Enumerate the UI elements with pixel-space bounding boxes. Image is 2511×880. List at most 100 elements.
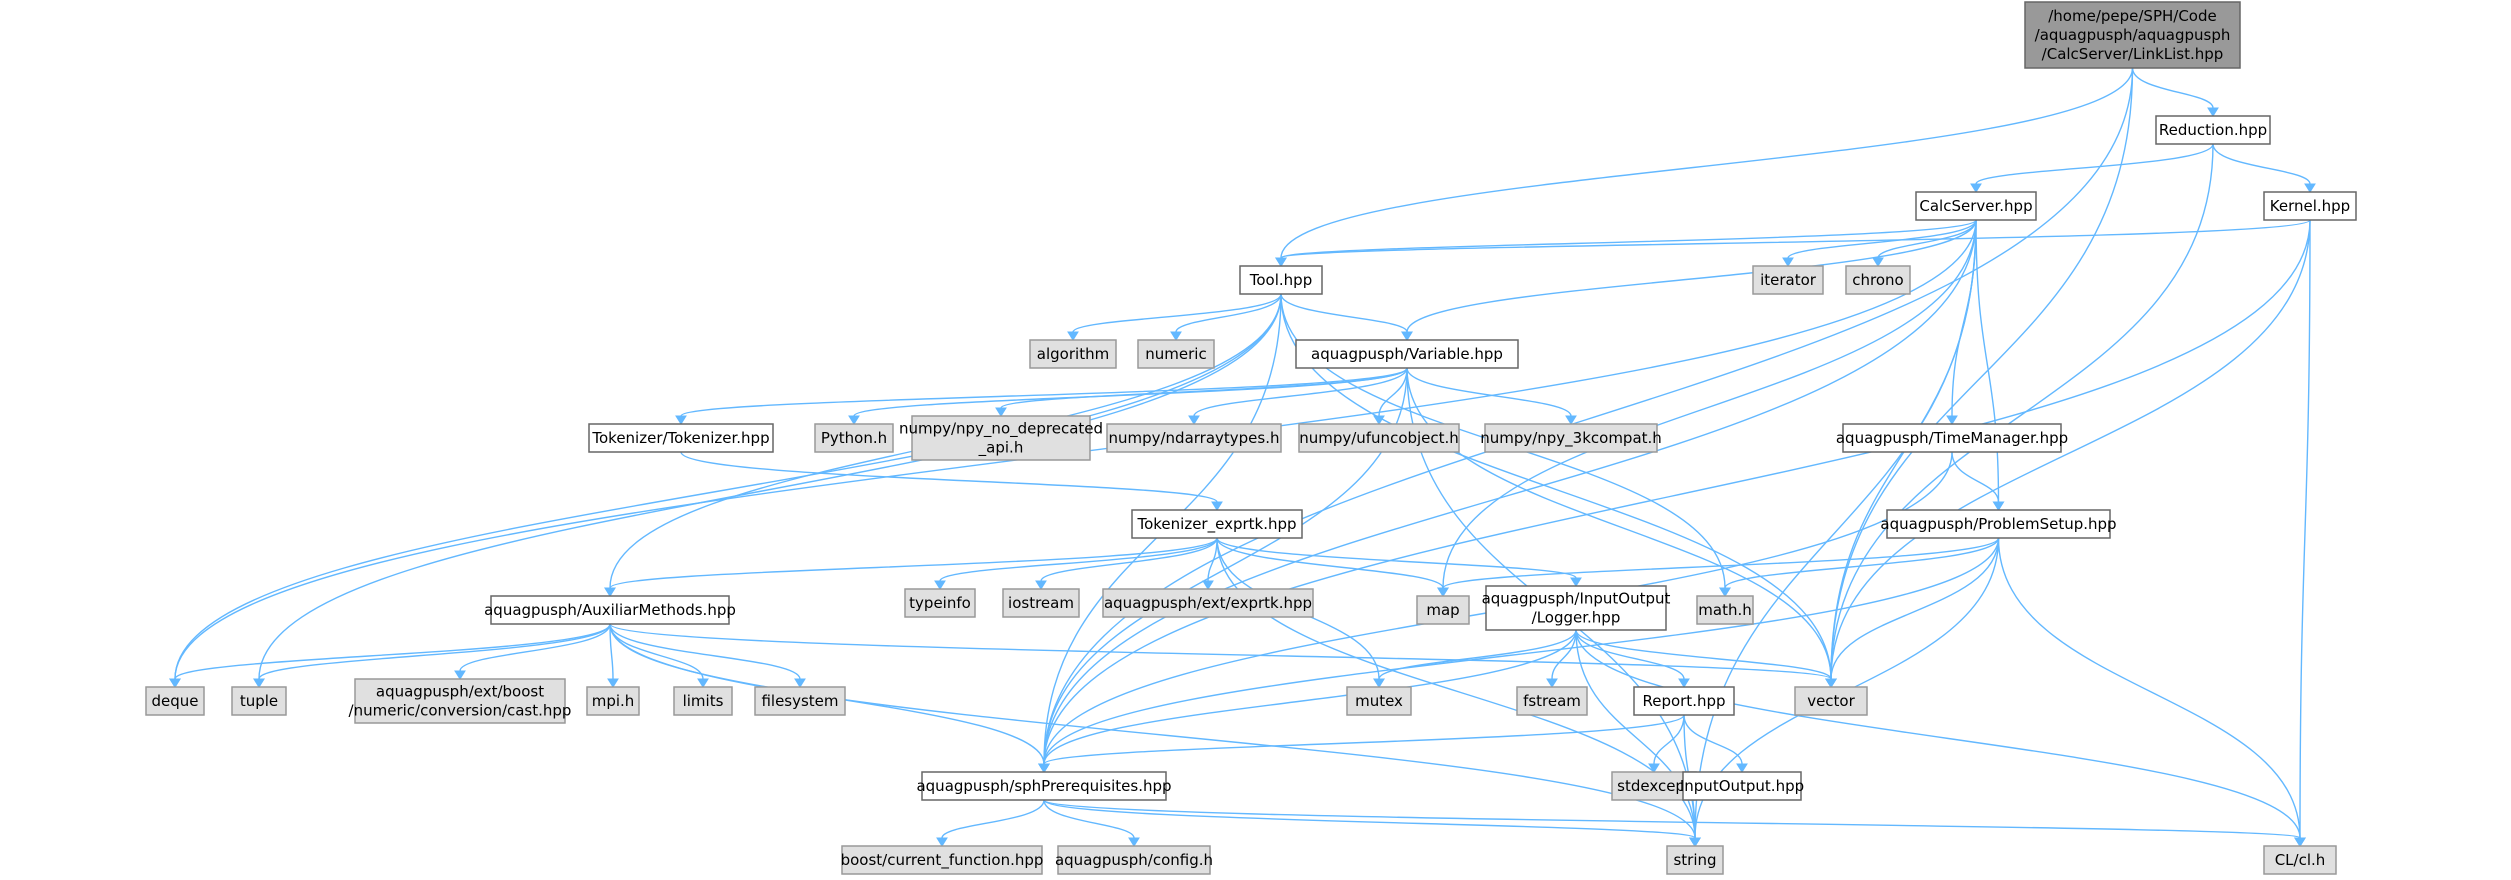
- node-label: aquagpusph/config.h: [1055, 851, 1213, 869]
- node-iostream[interactable]: iostream: [1002, 588, 1080, 618]
- node-label: InputOutput.hpp: [1680, 777, 1804, 795]
- edge-tokenizer-to-exprtk: [680, 451, 1223, 511]
- node-npy3k[interactable]: numpy/npy_3kcompat.h: [1480, 423, 1662, 453]
- node-report[interactable]: Report.hpp: [1633, 686, 1735, 716]
- edge-problemsetup-to-math: [1719, 537, 2000, 597]
- node-tokenizer[interactable]: Tokenizer/Tokenizer.hpp: [588, 423, 774, 453]
- node-tool[interactable]: Tool.hpp: [1239, 265, 1323, 295]
- node-sphprereq[interactable]: aquagpusph/sphPrerequisites.hpp: [916, 771, 1172, 801]
- edge-variable-to-npy3k: [1406, 367, 1577, 425]
- node-label: aquagpusph/ProblemSetup.hpp: [1880, 515, 2116, 533]
- node-label: aquagpusph/Variable.hpp: [1311, 345, 1503, 363]
- node-vector[interactable]: vector: [1794, 686, 1868, 716]
- node-label: aquagpusph/ext/exprtk.hpp: [1104, 594, 1312, 612]
- node-label: /numeric/conversion/cast.hpp: [349, 702, 572, 720]
- node-python[interactable]: Python.h: [814, 423, 894, 453]
- edge-kernel-to-clh: [2294, 219, 2311, 847]
- node-limits[interactable]: limits: [673, 686, 733, 716]
- edge-logger-to-mutex: [1373, 629, 1577, 688]
- node-label: Python.h: [821, 429, 887, 447]
- node-clh[interactable]: CL/cl.h: [2263, 845, 2337, 875]
- node-mutex[interactable]: mutex: [1346, 686, 1412, 716]
- node-filesystem[interactable]: filesystem: [754, 686, 846, 716]
- node-label: aquagpusph/sphPrerequisites.hpp: [916, 777, 1171, 795]
- edge-problemsetup-to-map: [1437, 537, 2000, 597]
- node-tuple[interactable]: tuple: [231, 686, 287, 716]
- edge-variable-to-tokenizer: [675, 367, 1408, 425]
- node-timemanager[interactable]: aquagpusph/TimeManager.hpp: [1836, 423, 2068, 453]
- node-string[interactable]: string: [1666, 845, 1724, 875]
- node-numeric[interactable]: numeric: [1137, 339, 1215, 369]
- node-label: filesystem: [761, 692, 838, 710]
- node-boostcast[interactable]: aquagpusph/ext/boost/numeric/conversion/…: [349, 678, 572, 724]
- edge-logger-to-fstream: [1546, 629, 1577, 688]
- edge-sphprereq-to-boostcurfn: [936, 799, 1045, 847]
- node-label: Report.hpp: [1642, 692, 1725, 710]
- edge-auxiliar-to-deque: [169, 623, 611, 688]
- node-fstream[interactable]: fstream: [1516, 686, 1588, 716]
- node-typeinfo[interactable]: typeinfo: [904, 588, 976, 618]
- edge-auxiliar-to-filesystem: [609, 623, 806, 688]
- node-ndarraytypes[interactable]: numpy/ndarraytypes.h: [1106, 423, 1282, 453]
- node-label: fstream: [1523, 692, 1581, 710]
- edge-root-to-vector: [1825, 67, 2134, 688]
- file-nodes: /home/pepe/SPH/Code/aquagpusph/aquagpusp…: [145, 1, 2357, 875]
- node-map[interactable]: map: [1416, 595, 1470, 625]
- node-reduction[interactable]: Reduction.hpp: [2155, 115, 2271, 145]
- node-label: Tokenizer_exprtk.hpp: [1136, 515, 1296, 534]
- node-exprtk[interactable]: Tokenizer_exprtk.hpp: [1131, 509, 1303, 539]
- node-label: limits: [683, 692, 724, 710]
- node-label: mpi.h: [592, 692, 635, 710]
- node-kernel[interactable]: Kernel.hpp: [2263, 191, 2357, 221]
- node-deque[interactable]: deque: [145, 686, 205, 716]
- node-npy_nodep[interactable]: numpy/npy_no_deprecated_api.h: [899, 415, 1103, 461]
- node-logger[interactable]: aquagpusph/InputOutput/Logger.hpp: [1482, 585, 1671, 631]
- node-label: deque: [151, 692, 198, 710]
- edge-exprtk-to-typeinfo: [934, 537, 1218, 590]
- node-label: aquagpusph/ext/boost: [376, 683, 544, 701]
- edge-logger-to-report: [1575, 629, 1690, 688]
- node-calcserver[interactable]: CalcServer.hpp: [1915, 191, 2037, 221]
- edge-reduction-to-vector: [1825, 143, 2214, 688]
- node-chrono[interactable]: chrono: [1845, 265, 1911, 295]
- edge-logger-to-clh: [1575, 629, 2306, 847]
- node-label: Reduction.hpp: [2159, 121, 2267, 139]
- node-label: aquagpusph/AuxiliarMethods.hpp: [484, 601, 736, 619]
- node-label: boost/current_function.hpp: [841, 851, 1044, 870]
- node-label: CL/cl.h: [2275, 851, 2326, 869]
- node-algorithm[interactable]: algorithm: [1029, 339, 1117, 369]
- node-inputoutput[interactable]: InputOutput.hpp: [1680, 771, 1804, 801]
- edge-tool-to-variable: [1280, 293, 1413, 341]
- edge-auxiliar-to-mpi: [607, 623, 619, 688]
- node-label: stdexcept: [1617, 777, 1691, 795]
- node-label: numpy/npy_3kcompat.h: [1480, 429, 1662, 448]
- edge-reduction-to-calcserver: [1970, 143, 2214, 193]
- node-variable[interactable]: aquagpusph/Variable.hpp: [1295, 339, 1519, 369]
- node-math[interactable]: math.h: [1696, 595, 1754, 625]
- edge-exprtk-to-logger: [1216, 537, 1582, 587]
- node-ufuncobject[interactable]: numpy/ufuncobject.h: [1298, 423, 1460, 453]
- edge-root-to-reduction: [2131, 67, 2219, 117]
- node-extexprtk[interactable]: aquagpusph/ext/exprtk.hpp: [1102, 588, 1314, 618]
- edge-report-to-sphprereq: [1038, 714, 1685, 773]
- node-label: numpy/ndarraytypes.h: [1108, 429, 1279, 447]
- edge-auxiliar-to-tuple: [253, 623, 611, 688]
- edge-timemanager-to-problemsetup: [1951, 451, 2005, 511]
- edge-variable-to-npy_nodep: [995, 367, 1408, 417]
- edge-report-to-inputoutput: [1683, 714, 1748, 773]
- edge-auxiliar-to-boostcast: [454, 623, 611, 680]
- node-problemsetup[interactable]: aquagpusph/ProblemSetup.hpp: [1880, 509, 2117, 539]
- node-stdexcept[interactable]: stdexcept: [1611, 771, 1697, 801]
- node-label: /aquagpusph/aquagpusph: [2035, 26, 2231, 44]
- edge-auxiliar-to-vector: [609, 623, 1837, 688]
- node-iterator[interactable]: iterator: [1752, 265, 1824, 295]
- node-auxiliar[interactable]: aquagpusph/AuxiliarMethods.hpp: [484, 595, 736, 625]
- edge-reduction-to-kernel: [2212, 143, 2316, 193]
- node-label: CalcServer.hpp: [1919, 197, 2032, 215]
- node-root: /home/pepe/SPH/Code/aquagpusph/aquagpusp…: [2024, 1, 2241, 69]
- node-label: numpy/ufuncobject.h: [1299, 429, 1459, 447]
- node-boostcurfn[interactable]: boost/current_function.hpp: [841, 845, 1044, 875]
- edge-variable-to-vector: [1406, 367, 1837, 688]
- node-mpi[interactable]: mpi.h: [586, 686, 640, 716]
- node-config[interactable]: aquagpusph/config.h: [1055, 845, 1213, 875]
